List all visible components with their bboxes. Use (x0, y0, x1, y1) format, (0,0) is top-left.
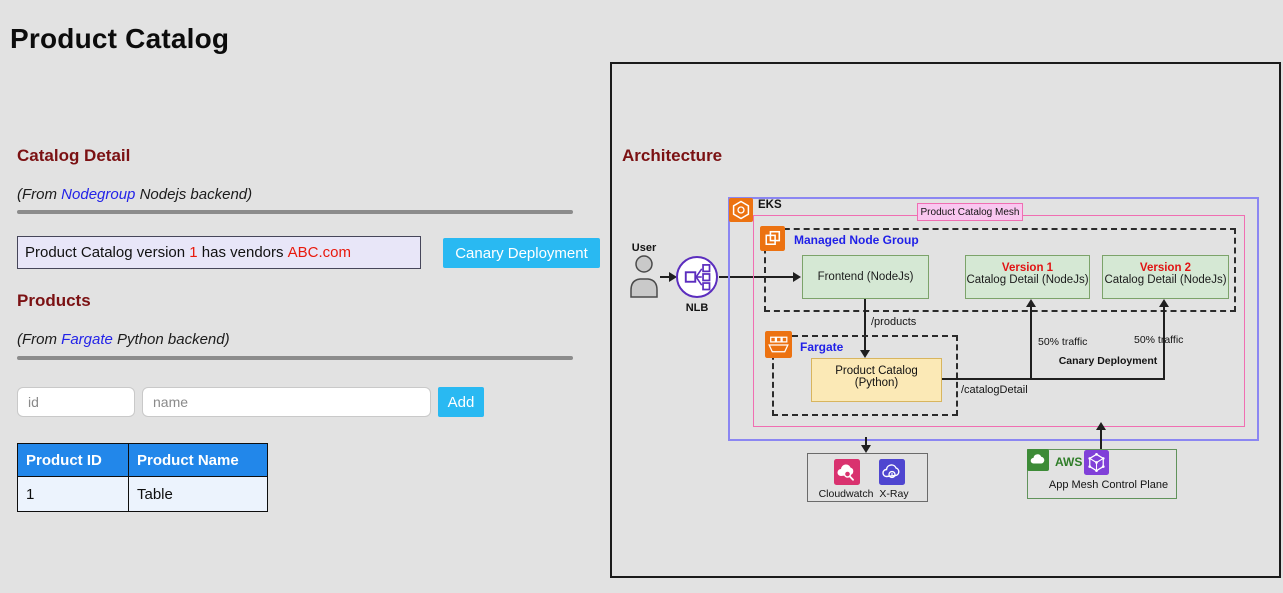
app-mesh-label: App Mesh Control Plane (1048, 479, 1169, 491)
aws-label: AWS (1055, 455, 1083, 469)
version1-label: Catalog Detail (NodeJs) (966, 274, 1089, 286)
fargate-link[interactable]: Fargate (61, 331, 113, 348)
edge-to-version1 (1030, 306, 1032, 379)
eks-boundary (728, 197, 1259, 441)
xray-label: X-Ray (879, 488, 909, 500)
edge-python-versions (942, 378, 1165, 380)
product-id-cell: 1 (17, 476, 129, 512)
monitoring-box (807, 453, 928, 502)
page-title: Product Catalog (10, 22, 230, 54)
managed-node-group-boundary (764, 228, 1236, 312)
python-label: Product Catalog (Python) (835, 365, 918, 389)
frontend-label: Frontend (NodeJs) (817, 271, 914, 283)
aws-cloud-icon (1027, 449, 1049, 471)
arrowhead (1026, 299, 1036, 307)
arrowhead (793, 272, 801, 282)
edge-eks-monitoring (865, 437, 867, 447)
eks-label: EKS (758, 199, 782, 211)
canary-deployment-button[interactable]: Canary Deployment (443, 238, 600, 268)
aws-box (1027, 449, 1177, 499)
catalog-source-line: (From Nodegroup Nodejs backend) (17, 186, 252, 203)
version-number: 1 (189, 244, 198, 261)
nlb-icon (676, 256, 718, 298)
table-row: 1 Table (17, 476, 268, 512)
user-icon (628, 254, 660, 298)
version2-title: Version 2 (1139, 262, 1192, 274)
eks-icon (729, 198, 753, 222)
catalog-route-label: /catalogDetail (961, 384, 1028, 396)
catalog-source-prefix: (From (17, 186, 62, 203)
products-heading: Products (17, 291, 91, 310)
version-text-before: Product Catalog version (25, 244, 190, 261)
product-name-cell: Table (128, 476, 268, 512)
frontend-node: Frontend (NodeJs) (802, 255, 929, 299)
version1-title: Version 1 (1001, 262, 1054, 274)
arrowhead (1159, 299, 1169, 307)
nodegroup-link[interactable]: Nodegroup (61, 186, 136, 203)
fargate-boundary (772, 335, 958, 416)
nlb-label: NLB (685, 302, 709, 314)
canary-deployment-label: Canary Deployment (1058, 355, 1158, 367)
version2-label: Catalog Detail (NodeJs) (1104, 274, 1227, 286)
products-source-suffix: Python backend) (112, 331, 230, 348)
arrowhead (1096, 422, 1106, 430)
edge-user-nlb (660, 276, 671, 278)
products-source-prefix: (From (17, 331, 62, 348)
version2-node: Version 2 Catalog Detail (NodeJs) (1102, 255, 1229, 299)
fargate-icon (765, 331, 792, 358)
products-table: Product ID Product Name 1 Table (17, 443, 268, 512)
product-id-input[interactable] (17, 387, 135, 417)
catalog-detail-heading: Catalog Detail (17, 146, 131, 165)
table-header-row: Product ID Product Name (17, 443, 268, 477)
app-mesh-icon (1084, 450, 1109, 475)
version1-node: Version 1 Catalog Detail (NodeJs) (965, 255, 1090, 299)
divider (17, 210, 573, 214)
version-text-middle: has vendors (197, 244, 288, 261)
arrowhead (860, 350, 870, 358)
products-source-line: (From Fargate Python backend) (17, 331, 230, 348)
divider (17, 356, 573, 360)
vendor-name: ABC.com (287, 244, 352, 261)
products-route-label: /products (871, 316, 917, 328)
add-product-button[interactable]: Add (438, 387, 484, 417)
xray-icon (879, 459, 905, 485)
product-catalog-python-node: Product Catalog (Python) (811, 358, 942, 402)
product-name-header: Product Name (128, 443, 268, 477)
arrowhead (669, 272, 677, 282)
fargate-label: Fargate (800, 340, 844, 354)
product-id-header: Product ID (17, 443, 129, 477)
architecture-heading: Architecture (622, 146, 723, 165)
edge-frontend-python (864, 299, 866, 351)
managed-node-group-icon (760, 226, 785, 251)
architecture-panel: Architecture User NLB EKS Product Catalo… (610, 62, 1281, 578)
catalog-version-box: Product Catalog version 1 has vendors AB… (17, 236, 421, 269)
catalog-source-suffix: Nodejs backend) (135, 186, 253, 203)
edge-to-version2 (1163, 306, 1165, 379)
managed-node-group-label: Managed Node Group (794, 233, 919, 247)
edge-nlb-frontend (719, 276, 794, 278)
traffic-right-label: 50% traffic (1134, 334, 1184, 346)
arrowhead (861, 445, 871, 453)
product-catalog-mesh-label: Product Catalog Mesh (917, 203, 1023, 221)
cloudwatch-icon (834, 459, 860, 485)
user-label: User (631, 242, 657, 254)
traffic-left-label: 50% traffic (1038, 336, 1088, 348)
cloudwatch-label: Cloudwatch (818, 488, 874, 500)
product-name-input[interactable] (142, 387, 431, 417)
edge-appmesh-eks (1100, 425, 1102, 449)
